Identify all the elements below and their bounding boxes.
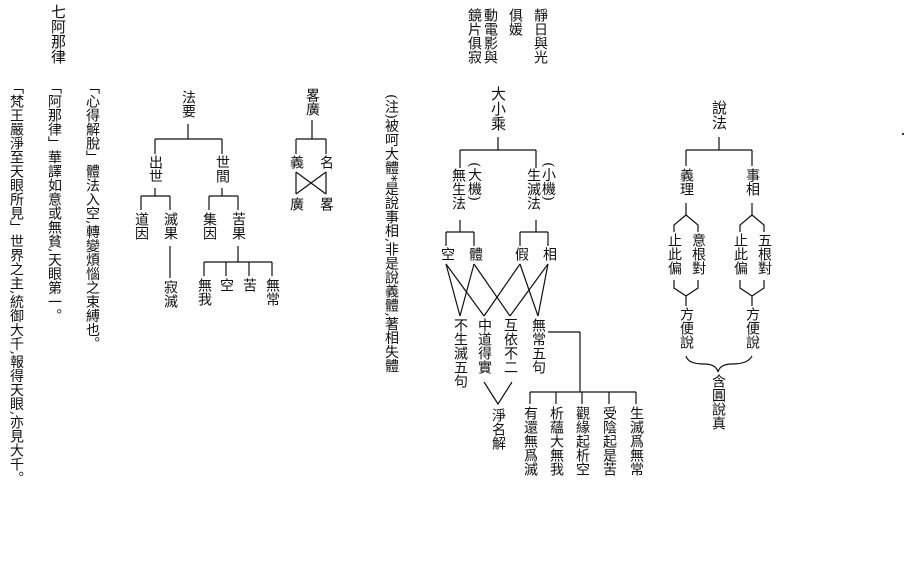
luelue-lue: 畧 xyxy=(318,197,334,211)
dasheng-xiaoji: (小機) xyxy=(540,162,556,201)
poem-line-3: 動電影與 xyxy=(482,8,498,64)
fayao-lines xyxy=(140,124,273,278)
shuofa-zhicipian-2: 止此偏 xyxy=(666,233,682,275)
shuofa-wugendui: 五根對 xyxy=(756,233,772,275)
luelue-root: 畧廣 xyxy=(304,88,320,116)
shuofa-lines xyxy=(673,137,765,373)
poem-line-4: 鏡片俱寂 xyxy=(466,8,482,64)
fayao-kuguo: 苦果 xyxy=(230,212,246,240)
shuofa-fangbianshuo-2: 方便說 xyxy=(678,307,694,349)
dasheng-daji: (大機) xyxy=(466,162,482,201)
dasheng-zhongdaodeshi: 中道得實 xyxy=(476,318,492,374)
dasheng-guanyuanqixikong: 觀緣起析空 xyxy=(574,406,590,476)
body-line-1: 「心得解脫」體法入空,轉變煩惱之束縛也。 xyxy=(84,80,100,351)
shuofa-shixiang: 事相 xyxy=(744,168,760,196)
dasheng-wushengfa: 無生法 xyxy=(450,168,466,210)
fayao-kong: 空 xyxy=(218,278,234,292)
dasheng-shengmiefa: 生滅法 xyxy=(525,168,541,210)
fayao-ku: 苦 xyxy=(241,278,257,292)
dasheng-huyibuer: 互依不二 xyxy=(502,318,518,374)
dasheng-xiyundawuwo: 析蘊大無我 xyxy=(548,406,564,476)
dasheng-xiang: 相 xyxy=(541,247,557,261)
dasheng-ti: 體 xyxy=(467,247,483,261)
fayao-wuchang: 無常 xyxy=(264,278,280,306)
poem-line-2: 俱媛 xyxy=(507,8,523,36)
fayao-daoyin: 道因 xyxy=(133,212,149,240)
dasheng-jingjie: 淨名解 xyxy=(490,408,506,450)
chapter-title: 七阿那律 xyxy=(49,4,67,64)
body-line-3: 「梵王嚴淨至天眼所見」世界之主,統御大千,報得天眼,亦見大千。 xyxy=(8,80,24,486)
luelue-ming: 名 xyxy=(318,155,334,169)
body-line-2: 「阿那律」華譯如意或無貧,天眼第一。 xyxy=(46,80,62,323)
note-text: (注)被呵大體*是說事相,非是說義體,著相失體 xyxy=(383,94,399,373)
shuofa-hanyuanshuozhen: 含圓說真 xyxy=(710,374,726,430)
fayao-shijian: 世間 xyxy=(214,155,230,183)
shuofa-yili: 義理 xyxy=(678,168,694,196)
poem-line-1: 靜日與光 xyxy=(532,8,548,64)
luelue-yi: 義 xyxy=(288,155,304,169)
dasheng-wuchangwuju: 無常五句 xyxy=(530,318,546,374)
luelue-guang: 廣 xyxy=(288,197,304,211)
dasheng-root: 大小乘 xyxy=(489,86,507,131)
shuofa-zhicipian-1: 止此偏 xyxy=(732,233,748,275)
stray-mark xyxy=(902,133,904,135)
dasheng-youhuanwuweimie: 有還無爲滅 xyxy=(522,406,538,476)
fayao-wuwo: 無我 xyxy=(196,278,212,306)
dasheng-jia: 假 xyxy=(513,247,529,261)
dasheng-shouyinqishiku: 受陰起是苦 xyxy=(601,406,617,476)
dasheng-bushengmiewuju: 不生滅五句 xyxy=(452,318,468,388)
fayao-jiyin: 集因 xyxy=(201,212,217,240)
shuofa-root: 說法 xyxy=(710,100,728,130)
shuofa-yigendui: 意根對 xyxy=(690,233,706,275)
luelue-lines xyxy=(295,120,327,195)
dasheng-kong: 空 xyxy=(439,247,455,261)
fayao-root: 法要 xyxy=(180,90,196,118)
fayao-chushi: 出世 xyxy=(147,155,163,183)
shuofa-fangbianshuo-1: 方便說 xyxy=(744,307,760,349)
fayao-jimie: 寂滅 xyxy=(162,280,178,308)
dasheng-shengmieweiwuchang: 生滅爲無常 xyxy=(628,406,644,476)
fayao-mieguo: 滅果 xyxy=(162,212,178,240)
dasheng-lines xyxy=(445,137,637,406)
